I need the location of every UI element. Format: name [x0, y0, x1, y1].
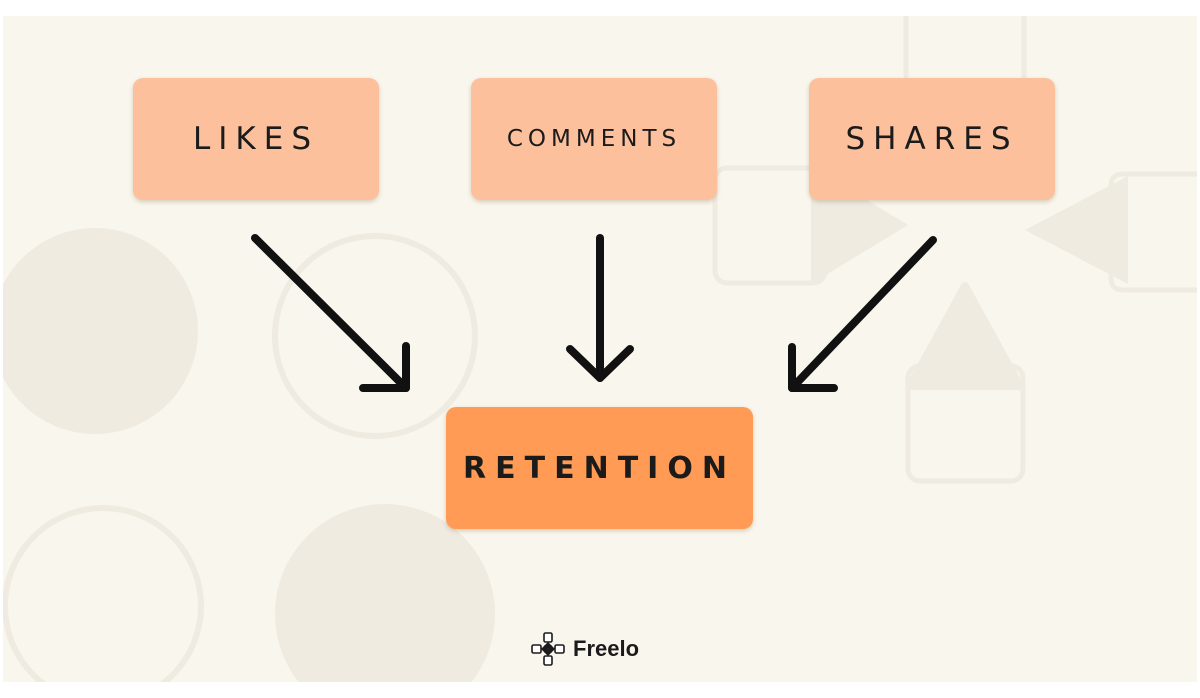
arrows-layer — [251, 234, 937, 392]
node-likes: LIKES — [133, 78, 379, 200]
decor-square-outline-right — [1108, 171, 1197, 293]
arrow-comments-to-retention — [566, 234, 634, 382]
arrow-shares-to-retention — [788, 236, 937, 392]
arrow-likes-to-retention — [251, 234, 410, 392]
node-shares-label: SHARES — [845, 121, 1019, 157]
decor-circle-filled-left — [3, 228, 198, 434]
decor-circle-outline-bottom-left — [3, 505, 204, 682]
node-comments-label: COMMENTS — [506, 126, 682, 152]
background-decorations — [3, 16, 1197, 682]
node-shares: SHARES — [809, 78, 1055, 200]
slide-canvas: LIKES COMMENTS SHARES RETENTION — [3, 16, 1197, 682]
node-likes-label: LIKES — [192, 121, 319, 157]
brand-logo: Freelo — [531, 632, 639, 666]
freelo-logo-icon — [531, 632, 565, 666]
decor-circle-outline-mid — [272, 233, 478, 439]
decor-circle-filled-bottom — [275, 504, 495, 682]
decor-triangle-left — [1025, 176, 1128, 284]
node-retention-label: RETENTION — [463, 450, 736, 486]
decor-triangle-up — [906, 282, 1024, 390]
node-comments: COMMENTS — [471, 78, 717, 200]
brand-name: Freelo — [573, 636, 640, 661]
node-retention: RETENTION — [446, 407, 753, 529]
